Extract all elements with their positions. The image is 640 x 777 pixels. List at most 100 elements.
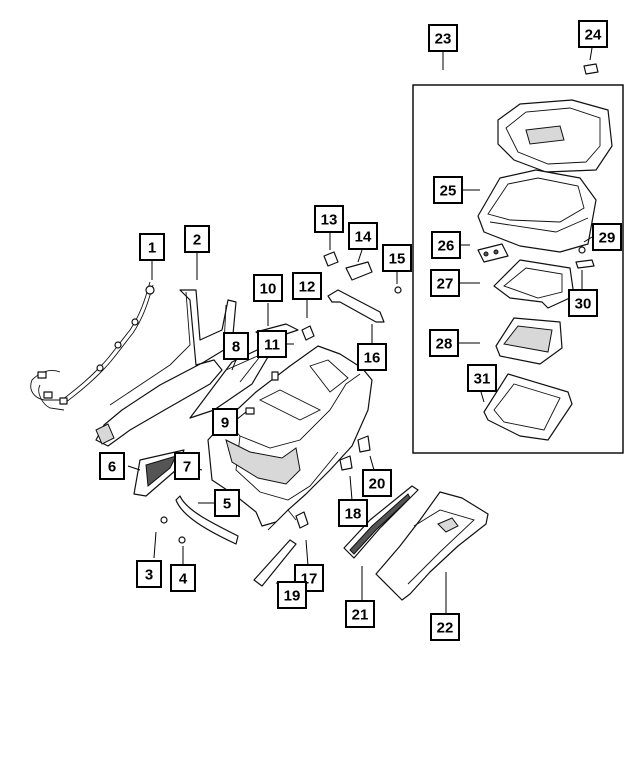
callout-box [184,225,210,253]
callout-box [314,205,344,233]
callout-number: 13 [321,212,338,229]
callout-number: 4 [179,571,188,588]
callout-number: 1 [148,240,156,257]
part-29-screw [578,246,586,254]
part-6-trim-panel [133,449,185,497]
callout-box [214,489,240,517]
callout-box [257,330,287,358]
part-21-inner [349,493,411,555]
callout-number: 19 [284,588,301,605]
callout-number: 2 [193,232,201,249]
callout-27: 27 [430,269,460,297]
callout-12: 12 [292,272,322,300]
callout-number: 12 [299,279,316,296]
callout-number: 14 [355,229,372,246]
callout-box [139,233,165,261]
part-15-screw [394,286,402,294]
part-30-bolt [575,259,595,269]
part-25-armrest-body [477,169,597,253]
callout-number: 22 [437,620,454,637]
part-5-trim-bar [175,495,239,545]
callout-number: 21 [352,607,369,624]
callout-number: 26 [438,238,455,255]
part-11-clip [271,371,279,381]
callout-1: 1 [139,233,165,261]
callout-number: 27 [437,276,454,293]
callout-box [362,469,392,497]
callout-14: 14 [348,222,378,250]
part-12-clip [301,325,315,341]
callout-number: 5 [223,496,231,513]
callout-24: 24 [578,20,608,48]
callout-box [430,269,460,297]
part-19-trim [253,539,297,587]
callout-box [277,581,307,609]
parts-drawings [30,63,613,601]
callout-26: 26 [431,231,461,259]
callout-11: 11 [257,330,287,358]
part-18-clip [339,455,353,471]
callout-3: 3 [136,560,162,588]
callout-number: 31 [474,371,491,388]
callout-30: 30 [568,289,598,317]
callout-22: 22 [430,613,460,641]
callout-box [578,20,608,48]
callout-box [292,272,322,300]
callout-28: 28 [429,329,459,357]
callout-box [174,452,200,480]
part-4-clip [178,536,186,544]
callout-box [430,613,460,641]
callout-box [592,223,622,251]
callout-box [467,364,497,392]
part-13-switch [323,251,339,267]
callout-box [170,564,196,592]
callout-9: 9 [212,408,238,436]
part-20-clip [357,435,371,453]
armrest-group-frame [412,84,624,454]
callout-box [136,560,162,588]
callout-number: 30 [575,296,592,313]
callout-18: 18 [338,499,368,527]
callout-16: 16 [357,343,387,371]
callout-8: 8 [223,332,249,360]
callout-4: 4 [170,564,196,592]
callout-box [338,499,368,527]
part-26-latch [477,243,509,263]
callout-number: 20 [369,476,386,493]
part-25-armrest-lid [497,99,613,173]
callout-number: 28 [436,336,453,353]
callout-number: 29 [599,230,616,247]
part-14-latch [345,261,373,281]
callout-15: 15 [382,244,412,272]
part-24-screw [583,63,599,75]
callout-6: 6 [99,452,125,480]
callout-20: 20 [362,469,392,497]
callout-number: 6 [108,459,116,476]
callout-box [357,343,387,371]
callout-number: 10 [260,281,277,298]
part-console-body [207,345,373,531]
callout-box [212,408,238,436]
callout-25: 25 [433,176,463,204]
part-22-panel [375,491,489,601]
callout-13: 13 [314,205,344,233]
part-27-liner [493,259,575,309]
callout-box [428,24,458,52]
callout-box [223,332,249,360]
callout-box [382,244,412,272]
callout-31: 31 [467,364,497,392]
callout-box [345,600,375,628]
callout-number: 18 [345,506,362,523]
callout-number: 11 [264,337,280,354]
callout-box [253,274,283,302]
callout-box [568,289,598,317]
callout-number: 15 [389,251,406,268]
callout-number: 25 [440,183,457,200]
part-wiring-harness [30,281,155,411]
callout-number: 9 [221,415,229,432]
callout-21: 21 [345,600,375,628]
callout-number: 7 [183,459,191,476]
part-16-bracket [327,289,385,323]
